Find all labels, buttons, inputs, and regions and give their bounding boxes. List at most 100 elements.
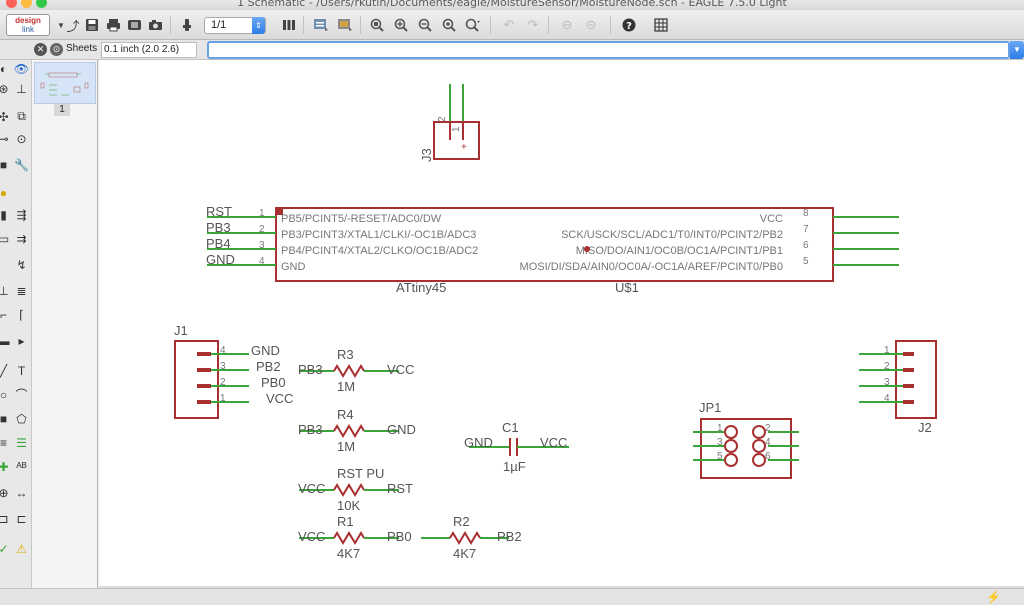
run-ulp-icon[interactable] (336, 16, 354, 34)
close-window-button[interactable] (6, 0, 17, 8)
errors-icon[interactable]: ⚠ (16, 541, 27, 556)
camera-icon[interactable] (146, 16, 164, 34)
mark-icon[interactable]: ⊥ (16, 81, 27, 96)
sheets-panel: 1 (32, 60, 98, 588)
circle-icon[interactable]: ○ (0, 387, 8, 402)
copy-icon[interactable]: ⧉ (17, 109, 26, 123)
smash-icon[interactable]: ⌐ (0, 307, 7, 322)
pinswap-icon[interactable]: ▭ (0, 231, 10, 246)
modules-icon[interactable]: ⊏ (16, 511, 27, 526)
command-line-input[interactable] (207, 41, 1010, 59)
split-icon[interactable]: ▬ (0, 333, 10, 348)
connector-j3[interactable]: 2 1 + J3 (419, 84, 480, 162)
use-library-icon[interactable] (280, 16, 298, 34)
gateswap-icon[interactable]: ⇉ (16, 231, 27, 246)
net-label: GND (251, 343, 280, 358)
zoom-redraw-icon[interactable] (440, 16, 458, 34)
net-label: PB3 (298, 362, 323, 377)
capacitor-name: C1 (502, 420, 519, 435)
command-history-arrow-icon[interactable]: ▼ (1010, 41, 1024, 59)
wire-icon[interactable]: ╱ (0, 363, 8, 378)
group-icon[interactable]: ■ (0, 157, 8, 172)
erc-icon[interactable]: ✓ (0, 541, 9, 556)
chip-attiny45[interactable]: 1PB5/PCINT5/-RESET/ADC0/DWRST2PB3/PCINT3… (206, 204, 899, 295)
dimension-icon[interactable]: ↔ (15, 485, 28, 500)
value-icon[interactable]: ≣ (16, 283, 27, 298)
replace-icon[interactable]: ↯ (16, 257, 27, 272)
info-icon[interactable]: ◐ (0, 61, 8, 76)
show-icon[interactable]: 👁 (13, 61, 30, 76)
redo-icon[interactable]: ↷ (527, 17, 539, 32)
paste-icon[interactable]: ● (0, 185, 8, 200)
resistor-name: RST PU (337, 466, 384, 481)
label-icon[interactable]: ᴬᴮ (16, 459, 27, 474)
move-icon[interactable]: ✣ (0, 109, 9, 124)
rect-icon[interactable]: ■ (0, 411, 8, 426)
attribute-icon[interactable]: ⊕ (0, 485, 9, 500)
go-icon[interactable]: ⊝ (585, 17, 597, 32)
cam-processor-icon[interactable] (125, 16, 143, 34)
name-icon[interactable]: ⊥ (0, 283, 9, 298)
save-icon[interactable] (83, 16, 101, 34)
delete-icon[interactable]: ▮ (0, 207, 7, 222)
sheet-select[interactable]: 1/1 ⇕ (204, 17, 266, 34)
net-label: RST (387, 481, 413, 496)
sheets-options-icon[interactable]: ⊙ (50, 43, 63, 56)
frame-icon[interactable]: ⊐ (0, 511, 9, 526)
j2-pin-number: 4 (884, 393, 890, 404)
j1-pin-number: 3 (220, 361, 226, 372)
close-sheets-icon[interactable]: ✕ (34, 43, 47, 56)
j3-pin2-number: 2 (437, 116, 448, 122)
zoom-fit-icon[interactable] (368, 16, 386, 34)
rotate-icon[interactable]: ⊙ (16, 131, 27, 146)
net-label: VCC (387, 362, 414, 377)
zoom-window-button[interactable] (36, 0, 47, 8)
horizontal-scrollbar[interactable] (99, 586, 1024, 588)
script-icon[interactable] (312, 16, 330, 34)
zoom-out-icon[interactable] (416, 16, 434, 34)
j2-pin-number: 1 (884, 345, 890, 356)
text-icon[interactable]: T (17, 363, 26, 378)
bus-icon[interactable]: ≡ (0, 435, 7, 450)
minimize-window-button[interactable] (21, 0, 32, 8)
arc-icon[interactable]: ⌒ (15, 388, 28, 402)
add-icon[interactable]: ⇶ (16, 207, 27, 222)
stop-command-icon[interactable]: ⊖ (561, 17, 573, 32)
display-icon[interactable]: ⊛ (0, 81, 9, 96)
net-label: VCC (266, 391, 293, 406)
zoom-select-icon[interactable] (464, 16, 482, 34)
logo-text-design: design (15, 16, 41, 25)
resistor-name: R2 (453, 514, 470, 529)
print-icon[interactable] (104, 16, 122, 34)
change-icon[interactable]: 🔧 (14, 157, 29, 172)
mirror-icon[interactable]: ⊸ (0, 131, 9, 146)
polygon-icon[interactable]: ⬠ (16, 411, 27, 426)
net-icon[interactable]: ☰ (16, 435, 27, 450)
j1-pin-number: 2 (220, 377, 226, 388)
invoke-icon[interactable]: ▸ (18, 333, 25, 348)
miter-icon[interactable]: ⌈ (19, 307, 24, 322)
help-icon[interactable]: ? (620, 16, 638, 34)
undo-icon[interactable]: ↶ (503, 17, 515, 32)
j1-name: J1 (174, 323, 188, 338)
grid-icon[interactable] (652, 16, 670, 34)
zoom-in-icon[interactable] (392, 16, 410, 34)
open-icon[interactable]: ⤴ (66, 18, 80, 34)
logo-dropdown-icon[interactable]: ▼ (57, 20, 65, 30)
sheet-thumbnail[interactable] (34, 62, 96, 104)
sheet-number[interactable]: 1 (54, 104, 70, 116)
switch-to-board-icon[interactable] (178, 16, 196, 34)
schematic-canvas[interactable]: 2 1 + J3 (99, 60, 1024, 586)
junction-icon[interactable]: ✚ (0, 459, 9, 474)
